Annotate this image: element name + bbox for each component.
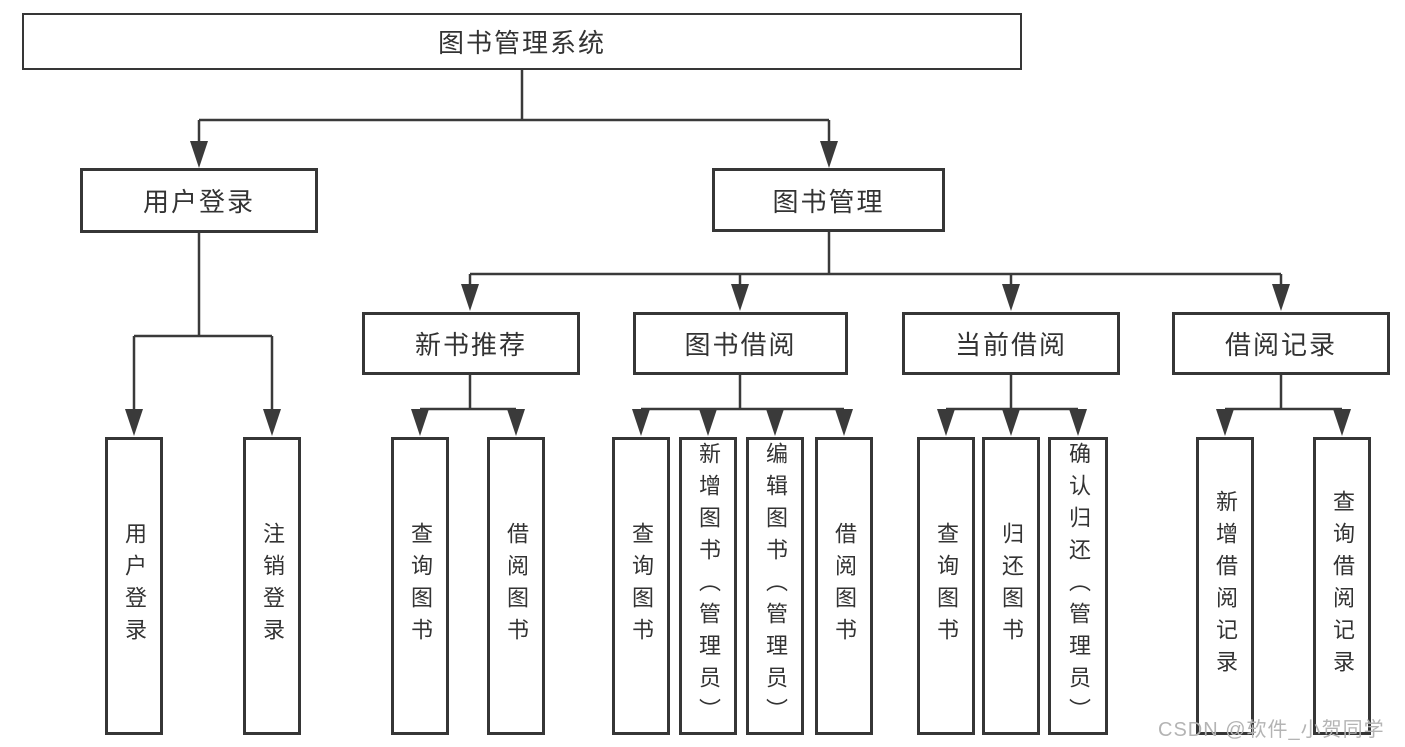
arrowhead-icon — [461, 284, 479, 311]
arrowhead-icon — [1272, 284, 1290, 311]
arrowhead-icon — [125, 409, 143, 436]
leaf-recommend-query-book-label: 查询图书 — [408, 522, 433, 650]
leaf-borrow-add-book-label: 新增图书（管理员） — [696, 442, 721, 730]
leaf-borrow-add-book: 新增图书（管理员） — [679, 437, 737, 735]
leaf-recommend-borrow-book: 借阅图书 — [487, 437, 545, 735]
leaf-borrow-borrow-book-label: 借阅图书 — [832, 522, 857, 650]
leaf-current-query-book: 查询图书 — [917, 437, 975, 735]
leaf-user-login: 用户登录 — [105, 437, 163, 735]
leaf-record-add-record-label: 新增借阅记录 — [1213, 490, 1238, 682]
arrowhead-icon — [632, 409, 650, 436]
node-root: 图书管理系统 — [22, 13, 1022, 70]
node-book-management-label: 图书管理 — [772, 186, 885, 217]
leaf-logout-label: 注销登录 — [260, 522, 285, 650]
leaf-current-confirm-return-label: 确认归还（管理员） — [1066, 442, 1091, 730]
leaf-recommend-borrow-book-label: 借阅图书 — [504, 522, 529, 650]
node-new-book-recommend: 新书推荐 — [362, 312, 580, 375]
arrowhead-icon — [937, 409, 955, 436]
leaf-borrow-edit-book: 编辑图书（管理员） — [746, 437, 804, 735]
arrowhead-icon — [835, 409, 853, 436]
arrowhead-icon — [731, 284, 749, 311]
arrowhead-icon — [263, 409, 281, 436]
arrowhead-icon — [1216, 409, 1234, 436]
leaf-borrow-query-book: 查询图书 — [612, 437, 670, 735]
leaf-current-return-book-label: 归还图书 — [999, 522, 1024, 650]
leaf-borrow-borrow-book: 借阅图书 — [815, 437, 873, 735]
node-root-label: 图书管理系统 — [437, 28, 606, 58]
arrowhead-icon — [1333, 409, 1351, 436]
arrowhead-icon — [1069, 409, 1087, 436]
leaf-borrow-query-book-label: 查询图书 — [629, 522, 654, 650]
leaf-record-add-record: 新增借阅记录 — [1196, 437, 1254, 735]
arrowhead-icon — [1002, 284, 1020, 311]
leaf-record-query-record: 查询借阅记录 — [1313, 437, 1371, 735]
leaf-user-login-label: 用户登录 — [122, 522, 147, 650]
arrowhead-icon — [190, 141, 208, 168]
arrowhead-icon — [411, 409, 429, 436]
node-user-login: 用户登录 — [80, 168, 318, 233]
node-user-login-label: 用户登录 — [142, 187, 255, 217]
node-book-borrow-label: 图书借阅 — [684, 330, 797, 360]
arrowhead-icon — [766, 409, 784, 436]
node-current-borrow-label: 当前借阅 — [954, 330, 1067, 360]
leaf-recommend-query-book: 查询图书 — [391, 437, 449, 735]
leaf-current-query-book-label: 查询图书 — [934, 522, 959, 650]
leaf-current-return-book: 归还图书 — [982, 437, 1040, 735]
leaf-record-query-record-label: 查询借阅记录 — [1330, 490, 1355, 682]
leaf-current-confirm-return: 确认归还（管理员） — [1048, 437, 1108, 735]
node-borrow-record: 借阅记录 — [1172, 312, 1390, 375]
leaf-logout: 注销登录 — [243, 437, 301, 735]
node-current-borrow: 当前借阅 — [902, 312, 1120, 375]
node-book-borrow: 图书借阅 — [633, 312, 848, 375]
node-book-management: 图书管理 — [712, 168, 945, 232]
arrowhead-icon — [507, 409, 525, 436]
node-borrow-record-label: 借阅记录 — [1224, 330, 1337, 360]
csdn-watermark: CSDN @软件_小贺同学 — [1158, 719, 1385, 741]
arrowhead-icon — [820, 141, 838, 168]
arrowhead-icon — [1002, 409, 1020, 436]
leaf-borrow-edit-book-label: 编辑图书（管理员） — [763, 442, 788, 730]
node-new-book-recommend-label: 新书推荐 — [414, 330, 527, 360]
arrowhead-icon — [699, 409, 717, 436]
